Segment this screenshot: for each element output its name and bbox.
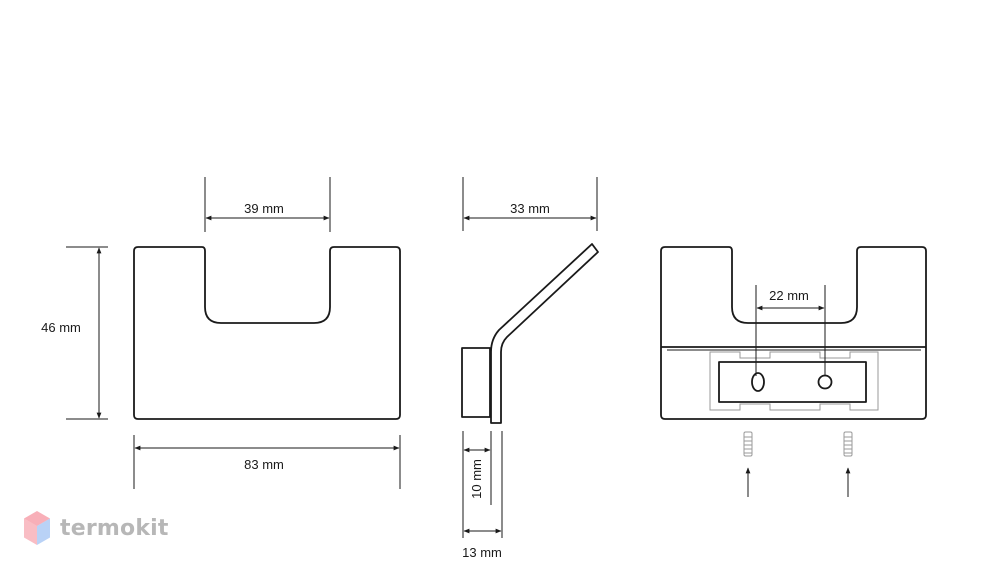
mounting-bracket-outline bbox=[709, 351, 879, 411]
dim-label-projection: 33 mm bbox=[510, 201, 550, 216]
side-view-hook-profile bbox=[490, 243, 599, 424]
side-view: 33 mm 10 mm 13 mm bbox=[461, 177, 599, 560]
front-view: 39 mm 46 mm 83 mm bbox=[41, 177, 401, 489]
side-view-base-block bbox=[461, 347, 491, 418]
dim-label-cutout-width: 39 mm bbox=[244, 201, 284, 216]
termokit-logo-icon bbox=[24, 511, 50, 545]
rear-view: 22 mm bbox=[660, 246, 927, 497]
screw-icon bbox=[743, 431, 753, 457]
front-view-outline bbox=[133, 246, 401, 420]
brand-name: termokit bbox=[60, 515, 169, 541]
dim-label-plate: 10 mm bbox=[469, 459, 484, 499]
dim-label-depth: 13 mm bbox=[462, 545, 502, 560]
rear-view-outline bbox=[660, 246, 927, 420]
mounting-hole-round bbox=[817, 374, 833, 390]
brand-watermark: termokit bbox=[22, 508, 169, 548]
dim-label-height: 46 mm bbox=[41, 320, 81, 335]
dim-label-width: 83 mm bbox=[244, 457, 284, 472]
mounting-hole-slot bbox=[751, 372, 765, 392]
screw-icon bbox=[843, 431, 853, 457]
mounting-bracket-plate bbox=[718, 361, 867, 403]
dim-label-hole-spacing: 22 mm bbox=[769, 288, 809, 303]
